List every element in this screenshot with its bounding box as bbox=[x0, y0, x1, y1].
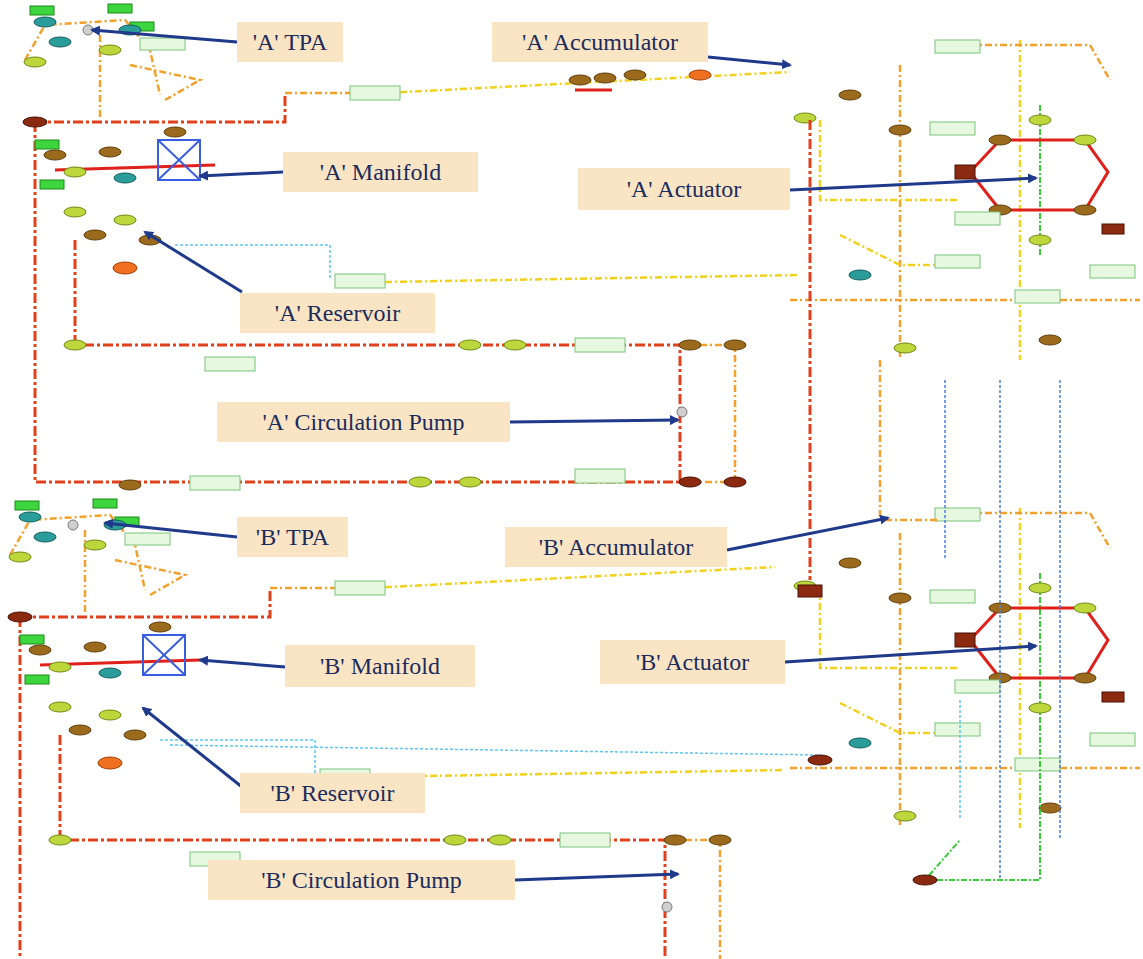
component bbox=[798, 585, 822, 597]
callout-text: 'B' Reservoir bbox=[271, 781, 395, 805]
leader-arrow bbox=[105, 523, 237, 537]
callout-box: 'A' Actuator bbox=[578, 168, 790, 210]
callout-box: 'A' TPA bbox=[237, 22, 343, 62]
callout-text: 'B' Accumulator bbox=[539, 535, 694, 559]
pipe bbox=[170, 745, 820, 760]
callout-text: 'A' Reservoir bbox=[275, 301, 400, 325]
callout-text: 'B' Manifold bbox=[320, 654, 440, 678]
callout-box: 'B' TPA bbox=[237, 517, 348, 557]
leader-arrow bbox=[515, 874, 678, 880]
callout-text: 'A' Actuator bbox=[627, 177, 742, 201]
leader-arrow bbox=[92, 30, 237, 42]
leader-arrow bbox=[200, 172, 283, 176]
leader-arrow bbox=[785, 646, 1036, 662]
callout-box: 'B' Circulation Pump bbox=[208, 860, 515, 900]
leader-arrow bbox=[145, 232, 242, 292]
valve bbox=[913, 875, 937, 885]
callout-box: 'A' Manifold bbox=[283, 152, 478, 192]
leader-arrow bbox=[143, 708, 242, 787]
right-subsystem bbox=[569, 40, 1140, 360]
leader-arrow bbox=[790, 178, 1036, 190]
pipe bbox=[999, 380, 1001, 880]
callout-text: 'A' Accumulator bbox=[522, 30, 678, 54]
callout-text: 'A' Circulation Pump bbox=[263, 410, 465, 434]
callout-text: 'A' Manifold bbox=[320, 160, 441, 184]
callout-box: 'B' Accumulator bbox=[505, 527, 727, 567]
callout-box: 'A' Accumulator bbox=[492, 22, 708, 62]
callout-text: 'B' TPA bbox=[256, 525, 329, 549]
callout-box: 'A' Circulation Pump bbox=[217, 402, 510, 442]
callout-text: 'B' Circulation Pump bbox=[261, 868, 462, 892]
callout-box: 'B' Reservoir bbox=[240, 773, 425, 813]
pipe bbox=[944, 380, 946, 560]
callout-box: 'B' Manifold bbox=[285, 645, 475, 687]
pipe bbox=[959, 700, 961, 820]
valve bbox=[808, 755, 832, 765]
callout-text: 'B' Actuator bbox=[636, 650, 749, 674]
callout-box: 'B' Actuator bbox=[600, 640, 785, 684]
pipe bbox=[880, 360, 940, 520]
leader-arrow bbox=[200, 660, 285, 667]
left-subsystem bbox=[8, 499, 785, 959]
callout-box: 'A' Reservoir bbox=[240, 293, 435, 333]
pipe bbox=[1059, 380, 1061, 840]
pipe bbox=[925, 725, 1040, 880]
leader-arrow bbox=[510, 420, 678, 422]
leader-arrow bbox=[727, 518, 888, 550]
leader-arrow bbox=[708, 57, 790, 65]
left-subsystem bbox=[23, 4, 800, 490]
callout-text: 'A' TPA bbox=[253, 30, 328, 54]
